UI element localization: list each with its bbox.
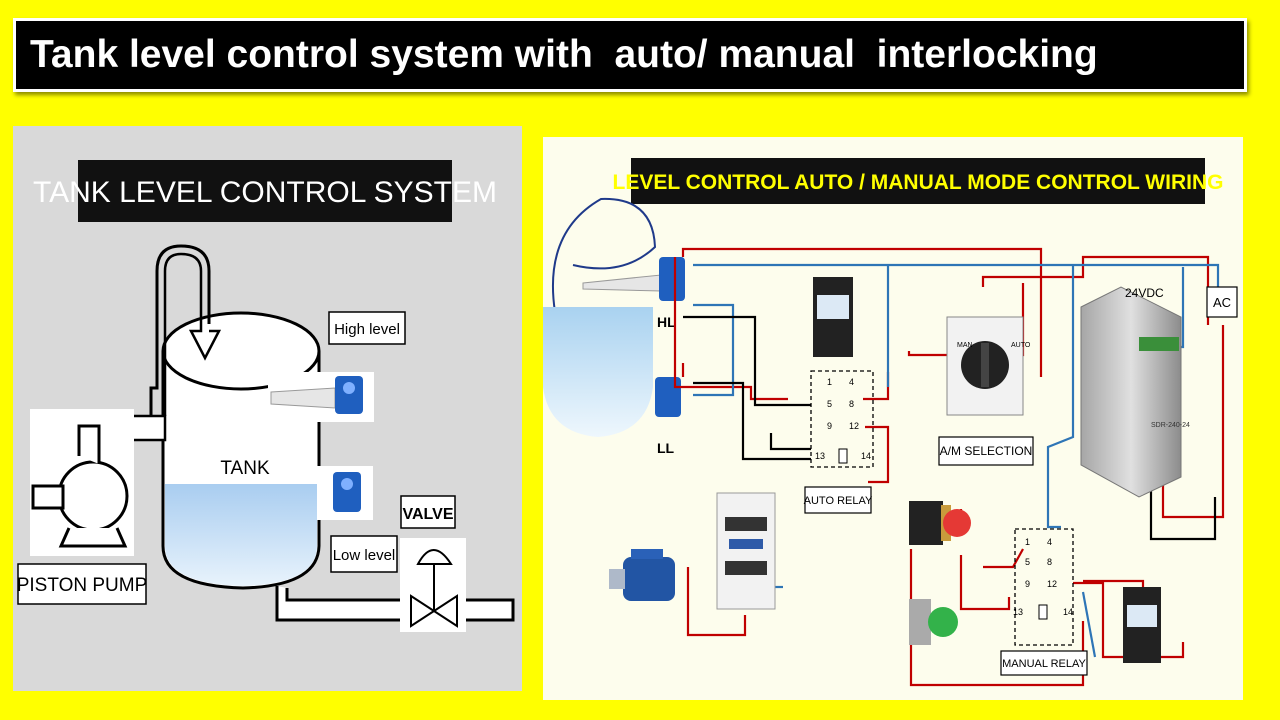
motor-icon [609, 549, 675, 601]
svg-text:5: 5 [1025, 557, 1030, 567]
svg-text:1: 1 [827, 377, 832, 387]
left-heading: TANK LEVEL CONTROL SYSTEM [33, 176, 497, 209]
hl-label: HL [657, 314, 676, 330]
pump-label-box [17, 563, 147, 605]
hl-sensor-icon [659, 257, 685, 301]
svg-text:4: 4 [849, 377, 854, 387]
svg-text:1: 1 [1025, 537, 1030, 547]
svg-text:4: 4 [1047, 537, 1052, 547]
pump-label: PISTON PUMP [17, 575, 148, 596]
outlet-pipe [275, 586, 515, 622]
right-heading-box [631, 158, 1205, 204]
tank-outline-right [551, 197, 657, 313]
svg-text:14: 14 [861, 451, 871, 461]
title-bar: Tank level control system with auto/ man… [13, 18, 1247, 92]
selector-man-label: MAN [957, 342, 973, 349]
selector-switch-icon: AUTO MAN [946, 316, 1031, 416]
manual-relay-label: MANUAL RELAY [1002, 658, 1086, 670]
page-title: Tank level control system with auto/ man… [30, 33, 1098, 76]
valve-label-box [400, 495, 456, 529]
wiring-panel: LEVEL CONTROL AUTO / MANUAL MODE CONTROL… [543, 137, 1243, 700]
right-heading: LEVEL CONTROL AUTO / MANUAL MODE CONTROL… [613, 171, 1224, 194]
stop-push-button-icon [909, 501, 971, 545]
auto-relay-box [810, 370, 874, 468]
valve-body-icon [410, 594, 458, 628]
svg-text:12: 12 [1047, 579, 1057, 589]
svg-text:5: 5 [827, 399, 832, 409]
wiring-diagram: LEVEL CONTROL AUTO / MANUAL MODE CONTROL… [543, 158, 1238, 687]
svg-text:9: 9 [827, 421, 832, 431]
tank-water [165, 484, 317, 586]
valve-actuator [416, 549, 453, 565]
contactor-icon [716, 492, 776, 610]
svg-text:12: 12 [849, 421, 859, 431]
ac-label: AC [1213, 295, 1231, 310]
svg-text:13: 13 [815, 451, 825, 461]
pump-casing [57, 460, 129, 532]
ll-label: LL [657, 440, 675, 456]
auto-relay-label: AUTO RELAY [804, 495, 873, 507]
tank-label: TANK [220, 458, 270, 479]
psu-dc-label: 24VDC [1125, 286, 1164, 300]
low-level-label: Low level [333, 547, 396, 564]
valve-label: VALVE [403, 506, 454, 523]
auto-relay-pins: 1 4 5 8 9 12 13 14 [815, 377, 871, 461]
manual-relay-pins: 1 4 5 8 9 12 13 14 [1013, 537, 1073, 617]
ac-label-box [1206, 286, 1238, 318]
inlet-pipe-outline [111, 244, 211, 438]
svg-text:14: 14 [1063, 607, 1073, 617]
svg-text:9: 9 [1025, 579, 1030, 589]
selector-label-box [938, 436, 1034, 466]
power-supply-icon: SDR-240-24 [1080, 286, 1190, 498]
psu-model-label: SDR-240-24 [1151, 422, 1190, 429]
tank-system-panel: TANK LEVEL CONTROL SYSTEM TANK PISTON PU… [13, 126, 522, 691]
manual-relay-label-box [1000, 650, 1088, 676]
left-heading-box [78, 160, 452, 222]
low-level-sensor-icon [333, 472, 361, 512]
ll-sensor-icon [655, 377, 681, 417]
svg-text:13: 13 [1013, 607, 1023, 617]
manual-relay-box [1014, 528, 1074, 646]
tank-system-diagram: TANK LEVEL CONTROL SYSTEM TANK PISTON PU… [17, 160, 515, 632]
auto-relay-label-box [804, 486, 872, 514]
svg-text:8: 8 [849, 399, 854, 409]
svg-text:8: 8 [1047, 557, 1052, 567]
tank-water-right [543, 307, 653, 437]
selector-label: A/M SELECTION [940, 444, 1033, 458]
black-wires [683, 315, 1217, 541]
high-level-label: High level [334, 321, 400, 338]
low-level-label-box [330, 535, 398, 573]
high-level-label-box [328, 311, 406, 345]
selector-auto-label: AUTO [1011, 342, 1031, 349]
start-push-button-icon [909, 599, 958, 645]
high-level-sensor-icon [335, 376, 363, 414]
